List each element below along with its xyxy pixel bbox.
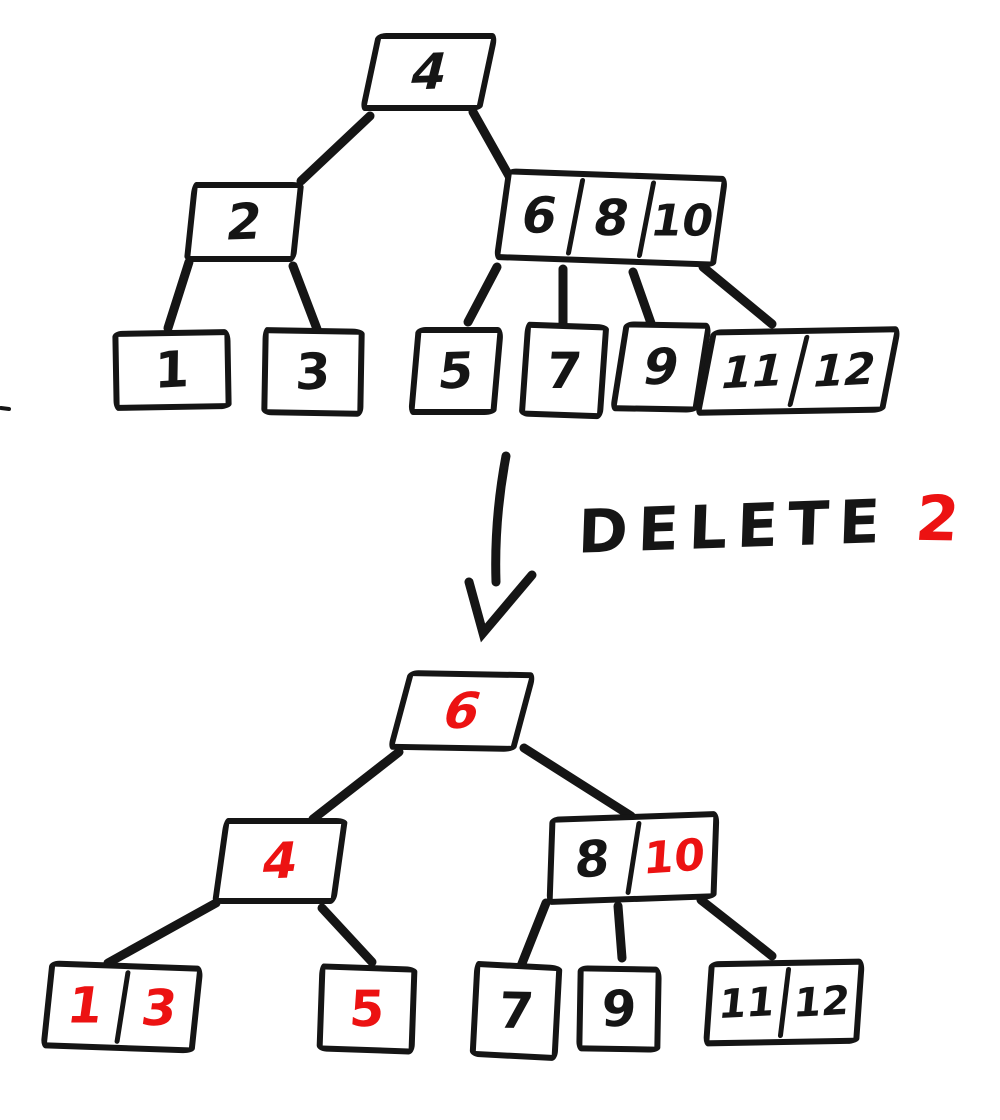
before-leaf-node-1: 1 [112,328,232,412]
before-internal-node-2: 2 [183,182,305,262]
edge-before-6810-to-1112 [698,262,777,329]
key-cell: 12 [790,977,852,1027]
edge-before-6810-to-9 [628,267,657,331]
key-cell: 3 [137,979,181,1038]
edge-before-2-to-1 [163,257,194,333]
operation-operand: 2 [912,481,963,556]
key-cell: 2 [222,192,266,252]
before-leaf-node-3: 3 [261,327,365,417]
operation-label: DELETE 2 [576,481,963,568]
key-cell: 5 [434,341,478,401]
stray-pen-mark [0,406,11,411]
edge-after-4-to-5 [317,903,377,967]
key-cell: 4 [257,831,303,891]
edge-before-2-to-3 [288,261,322,334]
edge-after-810-to-9 [613,901,627,963]
after-leaf-node-7: 7 [469,960,563,1062]
after-root-node: 6 [387,670,537,752]
operation-verb: DELETE [576,486,892,568]
key-cell: 10 [647,195,718,246]
key-cell: 1 [154,340,190,400]
key-cell: 12 [806,343,881,398]
key-cell: 10 [641,828,707,885]
before-internal-node-6-8-10: 6 8 10 [493,168,729,268]
edge-before-root-to-2 [296,111,375,186]
key-cell: 7 [543,341,585,400]
after-internal-node-8-10: 8 10 [546,810,720,906]
after-leaf-node-1-3: 1 3 [40,960,204,1054]
key-cell: 3 [294,342,332,402]
key-cell: 1 [63,976,107,1035]
before-leaf-node-11-12: 11 12 [694,326,902,416]
key-cell: 6 [435,681,489,741]
before-leaf-node-5: 5 [408,327,504,415]
key-cell: 4 [404,42,454,102]
down-arrow-shaft [491,451,511,587]
edge-after-root-to-4 [308,747,404,824]
after-leaf-node-9: 9 [576,965,662,1053]
key-cell: 7 [496,981,536,1041]
edge-after-4-to-13 [103,898,221,968]
key-cell: 5 [347,980,387,1038]
before-leaf-node-7: 7 [518,321,610,420]
before-root-node: 4 [359,33,499,111]
after-internal-node-4: 4 [211,818,349,904]
edge-before-6810-to-5 [463,262,502,327]
key-cell: 9 [637,337,685,397]
key-cell: 8 [572,829,612,890]
down-arrow-head [464,570,537,643]
edge-after-root-to-810 [519,743,636,821]
key-cell: 11 [716,978,778,1028]
after-leaf-node-5: 5 [316,963,418,1055]
edge-after-810-to-1112 [696,895,777,961]
after-leaf-node-11-12: 11 12 [703,958,865,1047]
key-cell: 9 [600,979,638,1039]
edge-after-810-to-7 [516,898,551,971]
